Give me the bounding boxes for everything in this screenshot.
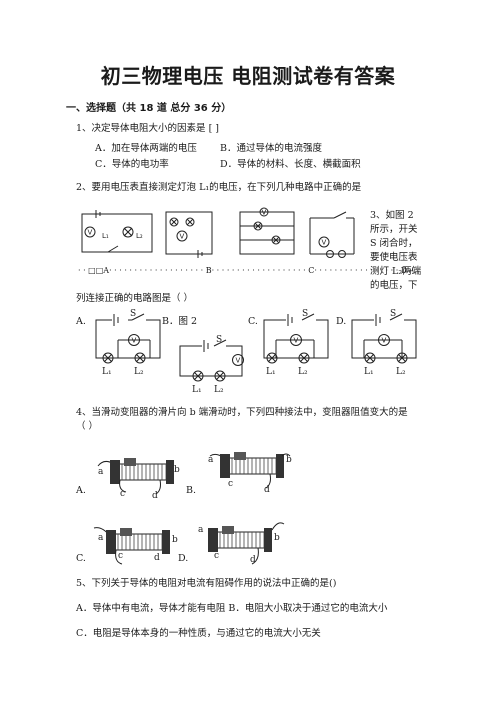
- q4a-label-a: a: [98, 467, 104, 477]
- q2-stem: 2、要用电压表直接测定灯泡 L₁的电压，在下列几种电路中正确的是: [76, 182, 362, 193]
- q3-side-line-2: 所示，开关: [370, 224, 418, 235]
- q4b-label-d: d: [264, 485, 270, 495]
- q4c-label-a: a: [98, 533, 104, 543]
- q4d-label-c: c: [214, 551, 219, 561]
- q4-rheostat-d: a b c d: [198, 522, 285, 565]
- q2-circuit-a: V L₁ L₂: [81, 210, 153, 253]
- q1-option-b: B．通过导体的电流强度: [220, 143, 322, 154]
- q3-option-c: C.: [248, 316, 258, 327]
- q4-option-a: A.: [76, 485, 86, 496]
- q4b-label-b: b: [286, 455, 292, 465]
- q2-circuit-b: V: [165, 211, 213, 258]
- q1-stem: 1、决定导体电阻大小的因素是 [ ]: [76, 123, 219, 134]
- q3b-label-v: V: [236, 357, 241, 365]
- q4-stem: 4、当滑动变阻器的滑片向 b 端滑动时，下列四种接法中，变阻器阻值变大的是: [76, 407, 408, 418]
- q3d-label-s: S: [390, 309, 396, 319]
- q3-circuit-d: S V L₁ L₂: [351, 309, 417, 377]
- q3-circuit-a: S V L₁ L₂: [95, 309, 161, 377]
- q4-option-c: C.: [76, 553, 86, 564]
- q3b-label-l1: L₁: [192, 385, 202, 395]
- q1-option-c: C．导体的电功率: [95, 159, 169, 170]
- q3d-label-v: V: [382, 337, 387, 345]
- q3c-label-s: S: [302, 309, 308, 319]
- q4a-label-c: c: [120, 489, 125, 499]
- q2-option-labels: · · □□A· · · · · · · · · · · · · · · · ·…: [78, 266, 414, 275]
- q3a-label-l2: L₂: [134, 367, 144, 377]
- q5-option-c: C．电阻是导体本身的一种性质，与通过它的电流大小无关: [76, 628, 321, 639]
- q3b-label-l2: L₂: [214, 385, 224, 395]
- q4c-label-d: d: [154, 553, 160, 563]
- q4-rheostat-b: a b c d: [208, 452, 292, 495]
- q3-option-b: B．图 2: [162, 316, 198, 327]
- q4b-label-a: a: [208, 455, 214, 465]
- q3d-label-l2: L₂: [396, 367, 406, 377]
- q3c-label-l2: L₂: [298, 367, 308, 377]
- q4-rheostat-a: a b c d: [97, 458, 180, 501]
- q3-option-a: A.: [76, 316, 86, 327]
- q4d-label-d: d: [250, 555, 256, 565]
- q4-option-d: D.: [178, 553, 189, 564]
- q3a-label-v: V: [132, 337, 137, 345]
- q2-circuit-c: V: [239, 207, 295, 255]
- q4-option-b: B.: [186, 485, 197, 496]
- q4d-label-a: a: [198, 525, 204, 535]
- q4c-label-c: c: [118, 551, 123, 561]
- q4c-label-b: b: [172, 535, 178, 545]
- q1-option-d: D．导体的材料、长度、横截面积: [220, 159, 361, 170]
- q3-side-line-6: 的电压，下: [370, 280, 418, 291]
- q3-side-line-4: 要使电压表: [370, 252, 418, 263]
- q3c-label-l1: L₁: [266, 367, 276, 377]
- svg-text:L₂: L₂: [136, 232, 143, 240]
- q4-stem-cont: （ ）: [76, 421, 99, 432]
- q2-circuit-d: V: [309, 211, 355, 258]
- svg-text:V: V: [262, 209, 267, 217]
- q3-circuit-c: S V L₁ L₂: [263, 309, 329, 377]
- q3a-label-l1: L₁: [102, 367, 112, 377]
- q3-option-d: D.: [336, 316, 347, 327]
- q5-stem: 5、下列关于导体的电阻对电流有阻碍作用的说法中正确的是(): [76, 578, 337, 589]
- q4-rheostat-c: a b c d: [93, 527, 178, 565]
- q3-stem-cont: 列连接正确的电路图是（ ）: [76, 293, 194, 304]
- svg-text:V: V: [180, 233, 185, 241]
- q4a-label-d: d: [152, 491, 158, 501]
- q5-option-ab: A．导体中有电流，导体才能有电阻 B．电阻大小取决于通过它的电流大小: [76, 603, 388, 614]
- page-title: 初三物理电压 电阻测试卷有答案: [100, 64, 396, 88]
- q3a-label-s: S: [130, 309, 136, 319]
- q4a-label-b: b: [174, 465, 180, 475]
- q3-side-line-5: 测灯 L₂两端: [370, 266, 422, 277]
- svg-text:V: V: [88, 229, 93, 237]
- section-heading: 一、选择题（共 18 道 总分 36 分）: [66, 103, 232, 114]
- q3-side-line-3: S 闭合时，: [370, 238, 418, 249]
- q1-option-a: A．加在导体两端的电压: [95, 143, 197, 154]
- q3b-label-s: S: [216, 335, 222, 345]
- q3d-label-l1: L₁: [364, 367, 374, 377]
- q3-side-line-1: 3、如图 2: [370, 210, 414, 221]
- q4d-label-b: b: [274, 533, 280, 543]
- svg-text:L₁: L₁: [102, 232, 109, 240]
- q3-circuit-b: S V L₁ L₂: [179, 335, 244, 395]
- q4b-label-c: c: [228, 479, 233, 489]
- svg-text:V: V: [322, 239, 327, 247]
- q3c-label-v: V: [294, 337, 299, 345]
